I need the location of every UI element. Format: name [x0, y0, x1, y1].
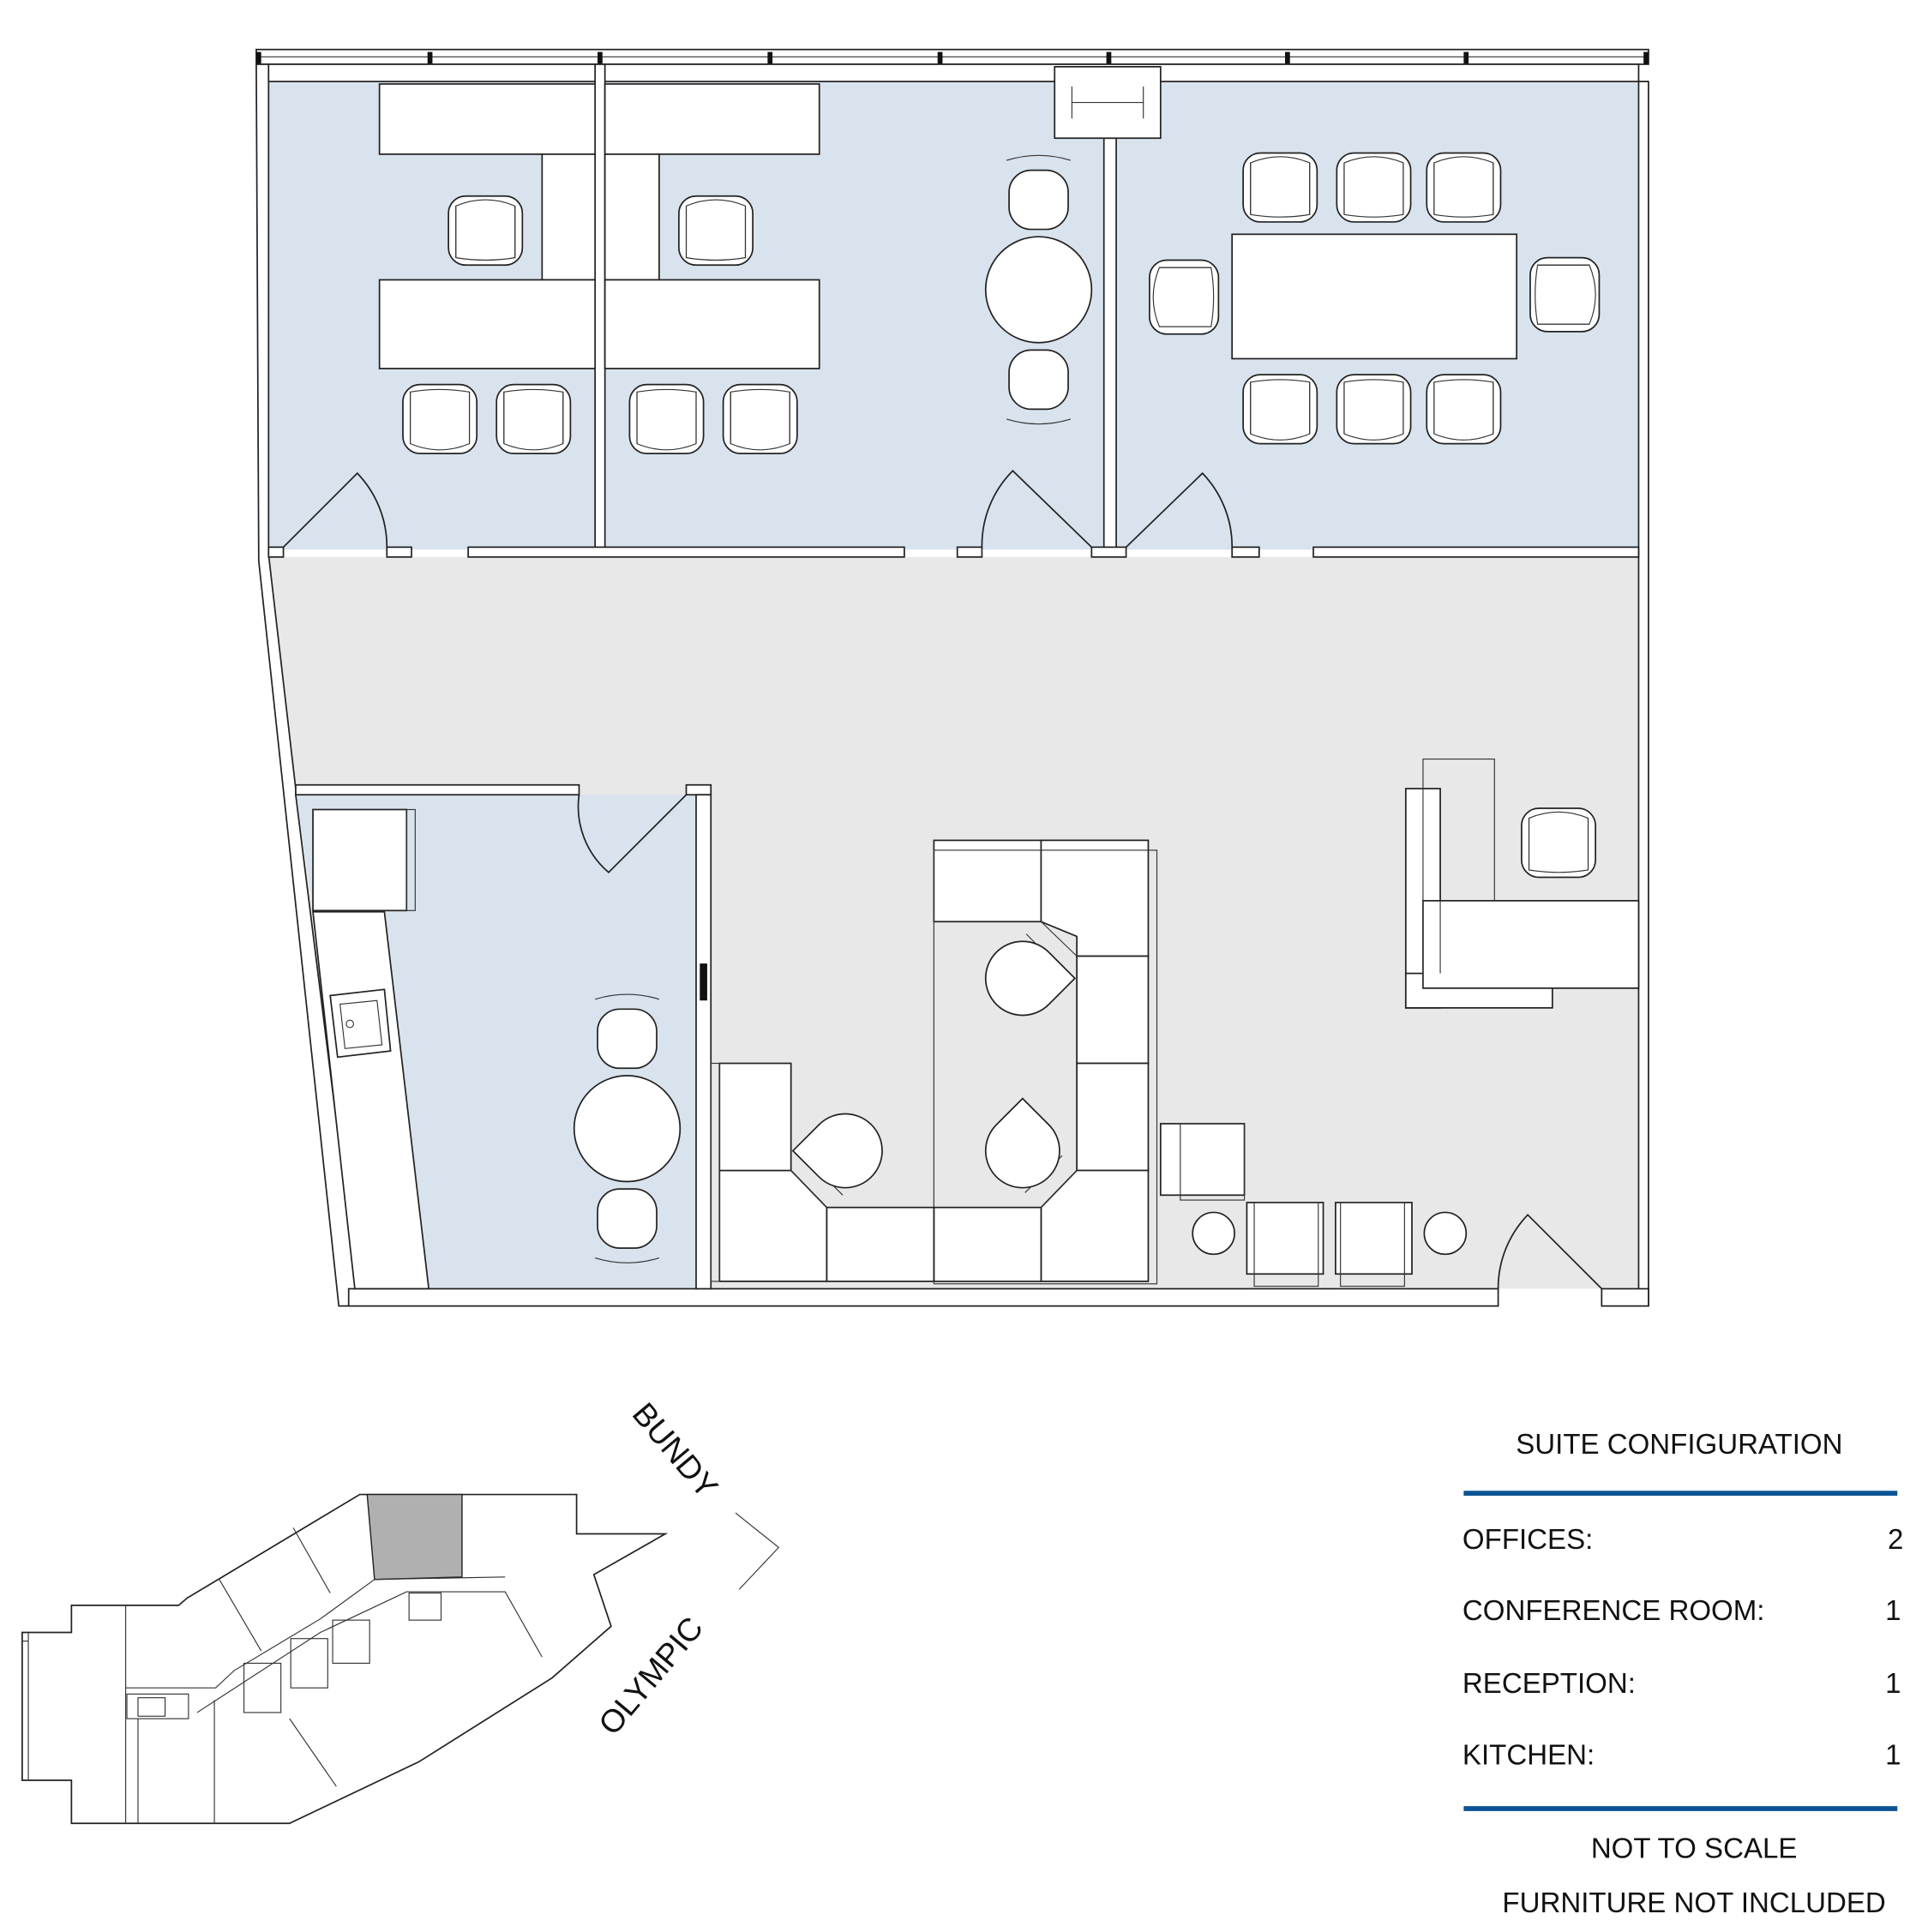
interior-walls: [267, 63, 1640, 1290]
legend-row-value: 1: [1885, 1595, 1901, 1627]
window-wall: [255, 48, 1649, 65]
doors: [282, 470, 1602, 1290]
note-furniture-not-included: FURNITURE NOT INCLUDED: [1502, 1887, 1885, 1919]
note-not-to-scale: NOT TO SCALE: [1591, 1833, 1798, 1865]
legend-row-label: KITCHEN:: [1463, 1739, 1595, 1771]
lounge-seating: [1159, 1123, 1468, 1287]
legend-row-value: 2: [1888, 1524, 1903, 1556]
conference-table: [1149, 152, 1601, 445]
round-table-office: [984, 154, 1093, 425]
exterior-walls: [255, 63, 1649, 1307]
street-label-olympic: OLYMPIC: [592, 1610, 710, 1742]
legend-row-label: CONFERENCE ROOM:: [1463, 1595, 1765, 1627]
suite-highlight: [366, 1493, 463, 1581]
arrow-icon: [735, 1512, 780, 1590]
sink-icon: [329, 988, 392, 1059]
legend-row-value: 1: [1885, 1739, 1901, 1771]
office-desks: [378, 83, 820, 369]
legend-row-label: OFFICES:: [1463, 1524, 1593, 1556]
legend-title: SUITE CONFIGURATION: [1516, 1429, 1842, 1461]
suite-configuration-legend: SUITE CONFIGURATION OFFICES: 2 CONFERENC…: [1463, 1429, 1904, 1919]
street-label-bundy: BUNDY: [626, 1395, 725, 1504]
kitchen-fixtures: [312, 808, 682, 1290]
reception-desk: [1404, 758, 1640, 1009]
legend-row-value: 1: [1885, 1668, 1901, 1700]
legend-rule-bottom: [1463, 1806, 1898, 1811]
legend-rule-top: [1463, 1491, 1898, 1496]
legend-row-label: RECEPTION:: [1463, 1668, 1636, 1700]
workstations: [710, 839, 1158, 1285]
key-plan: BUNDY OLYMPIC: [21, 1395, 780, 1825]
